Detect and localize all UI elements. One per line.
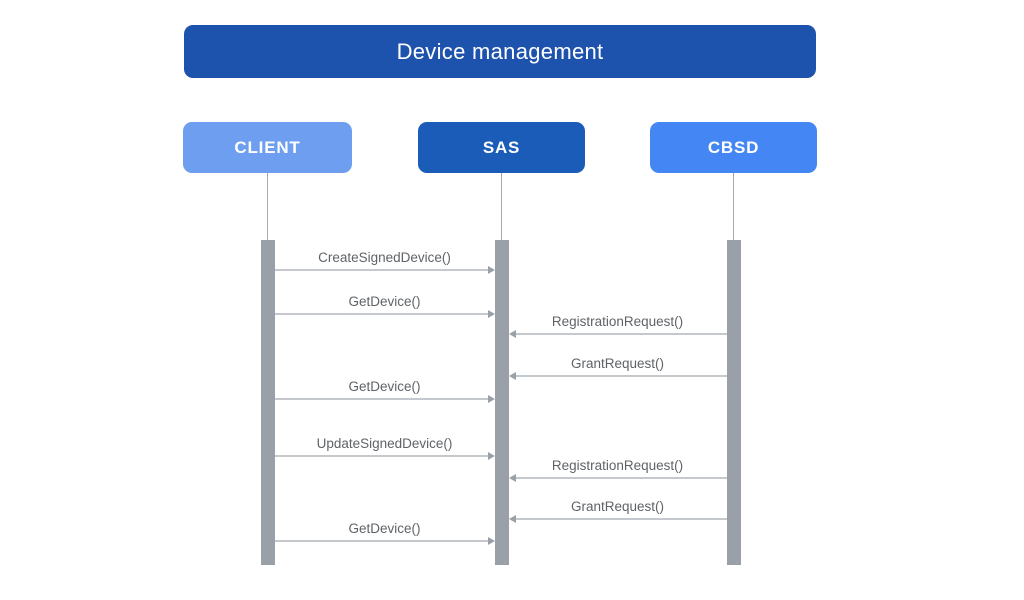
- message-label: GetDevice(): [348, 294, 421, 309]
- actor-cbsd: CBSD: [650, 122, 817, 173]
- lifeline-sas: [501, 173, 502, 240]
- message-line: [274, 455, 488, 457]
- message-arrowhead: [487, 452, 495, 460]
- message-line: [274, 313, 488, 315]
- message-line: [515, 375, 727, 377]
- message-label: RegistrationRequest(): [551, 314, 684, 329]
- message-label: GrantRequest(): [570, 499, 665, 514]
- message-label: GetDevice(): [348, 521, 421, 536]
- actor-label: CBSD: [707, 137, 760, 157]
- message-label: GrantRequest(): [570, 356, 665, 371]
- activation-bar-client: [260, 240, 275, 565]
- activation-bar-cbsd: [726, 240, 741, 565]
- message-line: [515, 333, 727, 335]
- message-arrowhead: [487, 266, 495, 274]
- actor-label: CLIENT: [234, 137, 301, 157]
- activation-bar-sas: [494, 240, 509, 565]
- message-arrowhead: [487, 395, 495, 403]
- message-arrowhead: [508, 474, 516, 482]
- message-arrowhead: [508, 330, 516, 338]
- actor-label: SAS: [482, 137, 521, 157]
- message-line: [515, 477, 727, 479]
- message-line: [274, 269, 488, 271]
- message-line: [274, 540, 488, 542]
- lifeline-cbsd: [733, 173, 734, 240]
- message-label: UpdateSignedDevice(): [316, 436, 453, 451]
- message-line: [515, 518, 727, 520]
- message-line: [274, 398, 488, 400]
- message-label: GetDevice(): [348, 379, 421, 394]
- actor-sas: SAS: [418, 122, 585, 173]
- actor-client: CLIENT: [183, 122, 352, 173]
- message-arrowhead: [508, 515, 516, 523]
- message-label: RegistrationRequest(): [551, 458, 684, 473]
- message-label: CreateSignedDevice(): [318, 250, 451, 265]
- lifeline-client: [267, 173, 268, 240]
- diagram-title: Device management: [184, 25, 816, 78]
- message-arrowhead: [487, 537, 495, 545]
- message-arrowhead: [508, 372, 516, 380]
- message-arrowhead: [487, 310, 495, 318]
- diagram-title-label: Device management: [396, 38, 604, 64]
